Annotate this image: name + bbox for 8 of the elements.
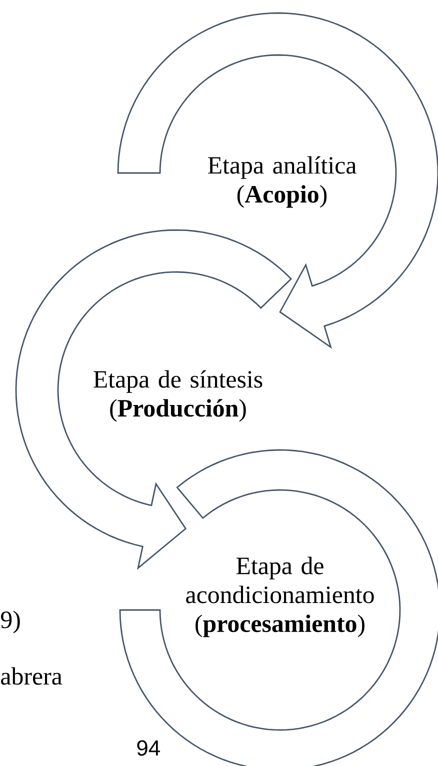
- page-text: 9): [1, 610, 20, 634]
- stage-label: Etapa analítica (Acopio): [208, 156, 356, 208]
- stage-label: Etapa de síntesis (Producción): [94, 370, 262, 422]
- circular-arrow: [119, 449, 438, 766]
- circular-arrow: [117, 12, 438, 349]
- page-text: abrera: [1, 667, 62, 685]
- page-text: 94: [137, 740, 160, 756]
- stage-label: Etapa de acondicionamiento (procesamiento): [186, 556, 374, 638]
